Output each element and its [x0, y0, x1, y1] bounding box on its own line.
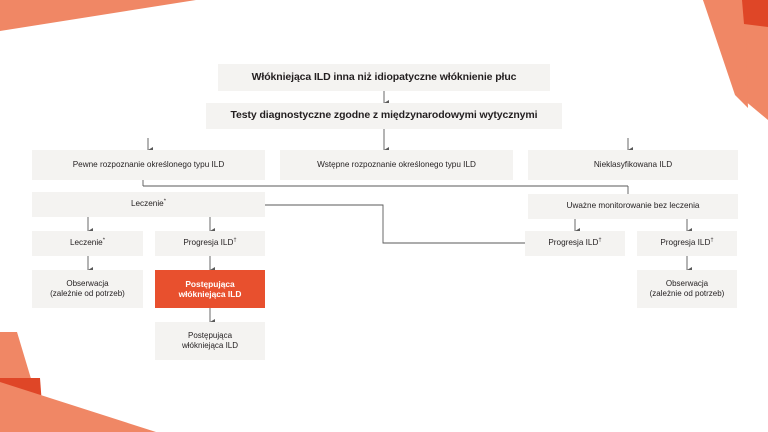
footnote-marker-asterisk: * — [163, 198, 167, 205]
box-progressive-fibrosing-ild-outcome: Postępująca włókniejąca ILD — [155, 322, 265, 360]
deco-bottom-left-salmon-2 — [0, 382, 156, 432]
deco-top-left-wedge — [0, 0, 196, 31]
box-left-cola-observation-line1: Obserwacja — [66, 279, 109, 288]
box-highlight-line1: Postępująca — [185, 278, 235, 289]
box-right-colb-observation-line2: (zależnie od potrzeb) — [649, 289, 725, 298]
deco-top-right-deep — [742, 0, 768, 27]
footnote-marker-asterisk: * — [102, 237, 106, 244]
box-subtitle: Testy diagnostyczne zgodne z międzynarod… — [206, 103, 562, 129]
footnote-marker-dagger: † — [598, 237, 602, 244]
box-unclassifiable-ild: Nieklasyfikowana ILD — [528, 150, 738, 180]
box-title-text: Włókniejąca ILD inna niż idiopatyczne wł… — [251, 70, 517, 83]
box-provisional-diagnosis-text: Wstępne rozpoznanie określonego typu ILD — [317, 159, 476, 169]
footnote-marker-dagger: † — [233, 237, 237, 244]
box-left-cola-observation: Obserwacja (zależnie od potrzeb) — [32, 270, 143, 308]
box-definite-diagnosis: Pewne rozpoznanie określonego typu ILD — [32, 150, 265, 180]
box-highlight-line2: włókniejąca ILD — [178, 289, 242, 299]
box-left-cola-observation-line2: (zależnie od potrzeb) — [50, 289, 125, 298]
box-provisional-diagnosis: Wstępne rozpoznanie określonego typu ILD — [280, 150, 513, 180]
box-right-monitoring-header: Uważne monitorowanie bez leczenia — [528, 194, 738, 219]
box-right-colb-observation-line1: Obserwacja — [665, 279, 709, 288]
box-outcome-line2: włókniejąca ILD — [181, 341, 239, 350]
box-outcome-line1: Postępująca — [187, 331, 233, 340]
footnote-marker-dagger: † — [710, 237, 714, 244]
box-definite-diagnosis-text: Pewne rozpoznanie określonego typu ILD — [72, 159, 225, 169]
box-left-cola-treatment: Leczenie* — [32, 231, 143, 256]
deco-top-right-salmon-2 — [703, 0, 748, 108]
box-left-cola-treatment-text: Leczenie* — [69, 237, 106, 248]
box-right-cola-progression-text: Progresja ILD† — [548, 237, 602, 248]
box-title: Włókniejąca ILD inna niż idiopatyczne wł… — [218, 64, 550, 91]
box-left-colb-progression-text: Progresja ILD† — [183, 237, 237, 248]
box-unclassifiable-ild-text: Nieklasyfikowana ILD — [593, 159, 673, 169]
box-right-colb-progression-text: Progresja ILD† — [660, 237, 714, 248]
box-right-colb-observation: Obserwacja (zależnie od potrzeb) — [637, 270, 737, 308]
box-subtitle-text: Testy diagnostyczne zgodne z międzynarod… — [230, 109, 538, 122]
box-progressive-fibrosing-ild-highlight: Postępująca włókniejąca ILD — [155, 270, 265, 308]
box-left-colb-progression: Progresja ILD† — [155, 231, 265, 256]
box-right-colb-progression: Progresja ILD† — [637, 231, 737, 256]
box-right-cola-progression: Progresja ILD† — [525, 231, 625, 256]
box-left-treatment-header-text: Leczenie* — [130, 198, 167, 209]
box-left-treatment-header: Leczenie* — [32, 192, 265, 217]
box-right-monitoring-header-text: Uważne monitorowanie bez leczenia — [566, 201, 700, 211]
